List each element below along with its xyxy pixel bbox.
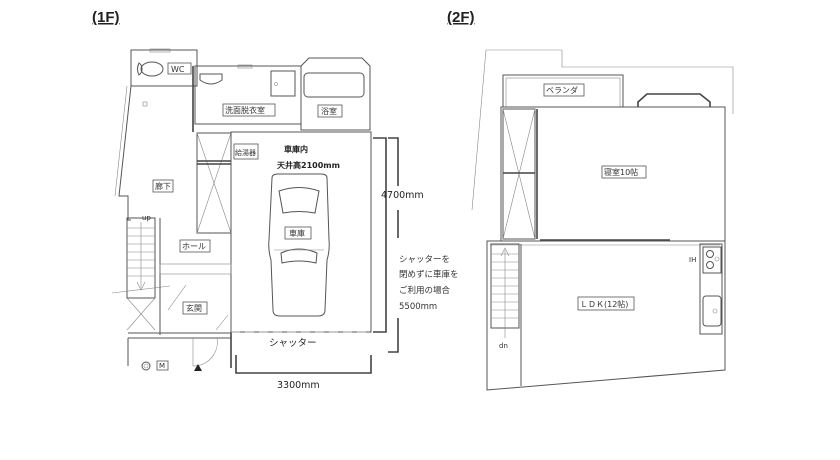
floor-2-plan: ベランダ 寝室10帖 dn xyxy=(471,49,734,391)
veranda-label: ベランダ xyxy=(546,85,578,95)
closet-2f xyxy=(502,108,536,240)
bedroom-label-box xyxy=(601,165,647,179)
entrance-marker-icon xyxy=(194,364,202,371)
dim-width: 3300mm xyxy=(277,380,320,391)
dim-full-bracket-top xyxy=(388,137,399,238)
garage-note-line2: 天井高2100mm xyxy=(277,160,340,170)
roof-outline xyxy=(471,49,734,211)
meter-icons: M xyxy=(141,360,169,371)
ldk xyxy=(486,240,726,391)
stairs-2f xyxy=(490,243,520,338)
floor-1-plan: WC 廊下 洗面脱衣室 浴室 給湯器 車庫内 天井高2100m xyxy=(111,48,459,391)
shutter-label: シャッター xyxy=(269,338,317,349)
dim-width-bracket xyxy=(235,355,372,374)
corridor-wall xyxy=(118,85,132,221)
entrance-label: 玄関 xyxy=(186,303,202,313)
dim-note-1: シャッターを xyxy=(399,255,450,265)
dim-depth-bracket xyxy=(373,137,387,333)
water-heater-box xyxy=(233,143,259,160)
meter-label: M xyxy=(159,362,165,370)
kitchen-sink-icon xyxy=(702,295,722,327)
stairs-dn-label: dn xyxy=(499,342,508,350)
garage-label: 車庫 xyxy=(289,228,305,238)
hall-label-box xyxy=(179,239,211,253)
dim-note-4: 5500mm xyxy=(399,302,437,312)
entrance-label-box xyxy=(182,301,208,315)
ldk-label: ＬＤＫ(12帖) xyxy=(580,299,628,309)
bath-label: 浴室 xyxy=(321,106,337,116)
ldk-label-box xyxy=(577,296,635,311)
entrance-door xyxy=(192,337,218,367)
dim-full-bracket-bottom xyxy=(388,318,399,353)
garage-label-box xyxy=(284,226,312,240)
ih-cooktop-icon xyxy=(702,246,722,274)
bathtub-icon xyxy=(303,72,365,98)
sink-icon xyxy=(199,73,223,85)
dim-depth: 4700mm xyxy=(381,190,424,201)
bathroom xyxy=(300,57,371,131)
bedroom-label: 寝室10帖 xyxy=(604,167,638,177)
wc-room xyxy=(130,49,198,87)
floor-1-title: (1F) xyxy=(92,9,120,26)
stairs-up-label: up xyxy=(142,214,151,222)
stairs-1f xyxy=(111,217,171,331)
bay-window xyxy=(637,93,711,107)
bath-label-box xyxy=(317,104,343,118)
kitchen-counter xyxy=(699,243,723,335)
corridor-label-box xyxy=(152,179,174,193)
garage-note-line1: 車庫内 xyxy=(284,144,308,154)
cooktop-label: IH xyxy=(689,256,696,264)
car-icon xyxy=(268,173,330,317)
water-heater-label: 給湯器 xyxy=(235,148,256,157)
veranda-label-box xyxy=(543,83,585,97)
wc-label-box xyxy=(167,62,192,75)
floor-2-title: (2F) xyxy=(447,9,475,26)
washroom-label-box xyxy=(222,103,276,117)
dim-note-3: ご利用の場合 xyxy=(399,285,451,296)
dim-note-2: 閉めずに車庫を xyxy=(399,269,459,280)
washroom-label: 洗面脱衣室 xyxy=(225,105,265,115)
washing-machine xyxy=(270,70,296,97)
wc-label: WC xyxy=(171,65,185,74)
toilet-icon xyxy=(137,61,164,77)
hall-label: ホール xyxy=(182,242,206,251)
corridor-label: 廊下 xyxy=(155,181,171,191)
